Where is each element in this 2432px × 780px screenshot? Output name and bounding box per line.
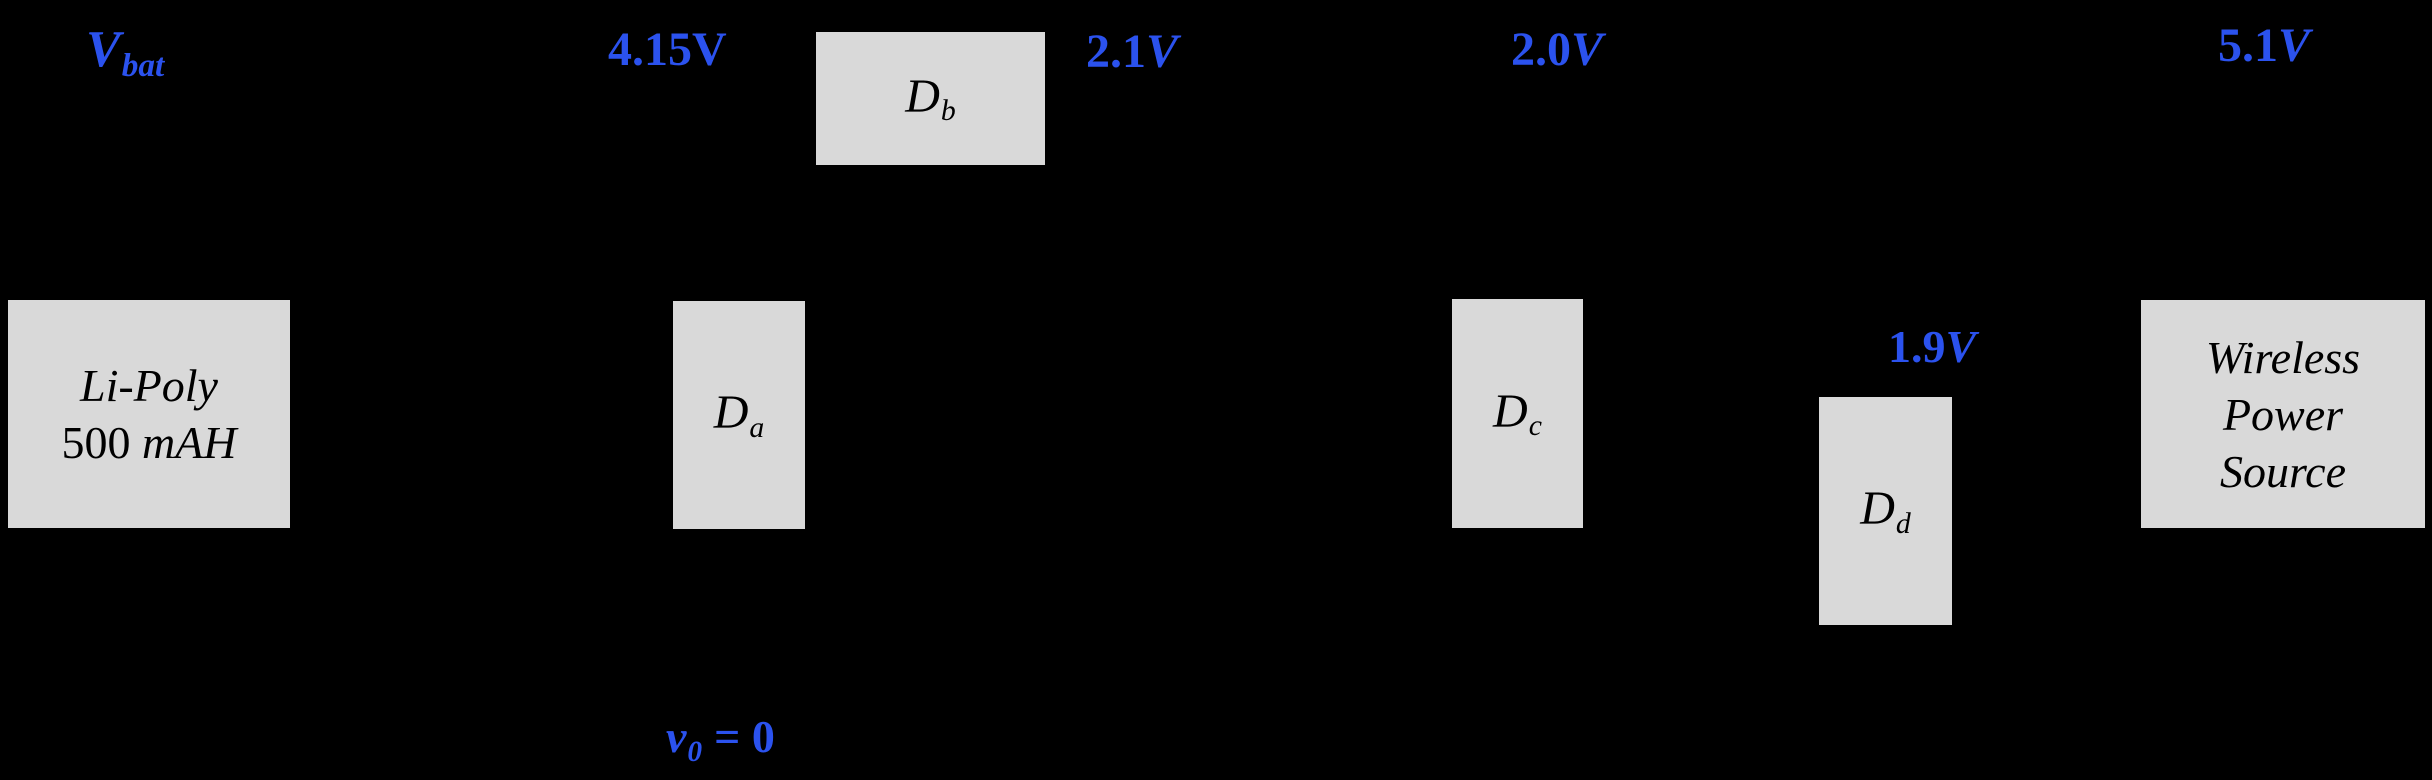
voltage-label-node-a: 4.15V [608,26,727,74]
diode-a-subscript: a [749,410,765,444]
wireless-label-line3: Source [2219,445,2347,497]
ground-equation: = 0 [714,711,775,762]
voltage-label-ground: v0 = 0 [666,714,775,767]
diode-a-label: Da [714,385,765,444]
diode-c-block: Dc [1452,299,1583,528]
node-d-value: 1.9 [1888,321,1946,372]
battery-capacity-unit: mAH [141,417,237,468]
voltage-label-output: 5.1V [2218,22,2310,70]
wireless-label-line1: Wireless [2205,331,2361,383]
voltage-label-node-d: 1.9V [1888,324,1976,370]
diode-a-symbol: D [713,386,749,440]
battery-capacity-value: 500 [61,417,131,468]
node-b-unit: V [1146,25,1179,78]
output-value: 5.1 [2218,19,2278,72]
node-a-unit: V [692,23,727,76]
diode-b-symbol: D [905,69,940,123]
diode-c-label: Dc [1493,384,1542,443]
diode-c-symbol: D [1493,384,1528,438]
diode-a-block: Da [673,301,805,529]
voltage-label-vbat: Vbat [86,21,165,84]
diode-d-symbol: D [1860,482,1895,536]
diode-d-subscript: d [1895,506,1911,540]
battery-block: Li-Poly 500 mAH [8,300,290,528]
node-b-value: 2.1 [1086,25,1146,78]
node-c-value: 2.0 [1511,23,1571,76]
node-d-unit: V [1945,321,1977,372]
ground-subscript: 0 [687,735,703,768]
ground-symbol: v [666,711,687,762]
voltage-label-node-c: 2.0V [1511,26,1603,74]
battery-capacity-label: 500 mAH [61,414,236,471]
diode-c-subscript: c [1528,409,1542,443]
battery-chemistry-label: Li-Poly [80,360,218,411]
vbat-subscript: bat [121,46,165,84]
node-c-unit: V [1571,23,1604,76]
wireless-power-source-block: Wireless Power Source [2141,300,2425,528]
diode-d-block: Dd [1819,397,1952,625]
diode-b-subscript: b [940,94,956,128]
vbat-symbol: V [86,21,121,78]
node-a-value: 4.15 [608,23,692,76]
diode-b-label: Db [905,69,956,128]
diode-b-block: Db [816,32,1045,165]
wireless-label-line2: Power [2222,388,2344,440]
output-unit: V [2278,19,2311,72]
voltage-label-node-b: 2.1V [1086,28,1178,76]
diode-d-label: Dd [1860,481,1911,540]
